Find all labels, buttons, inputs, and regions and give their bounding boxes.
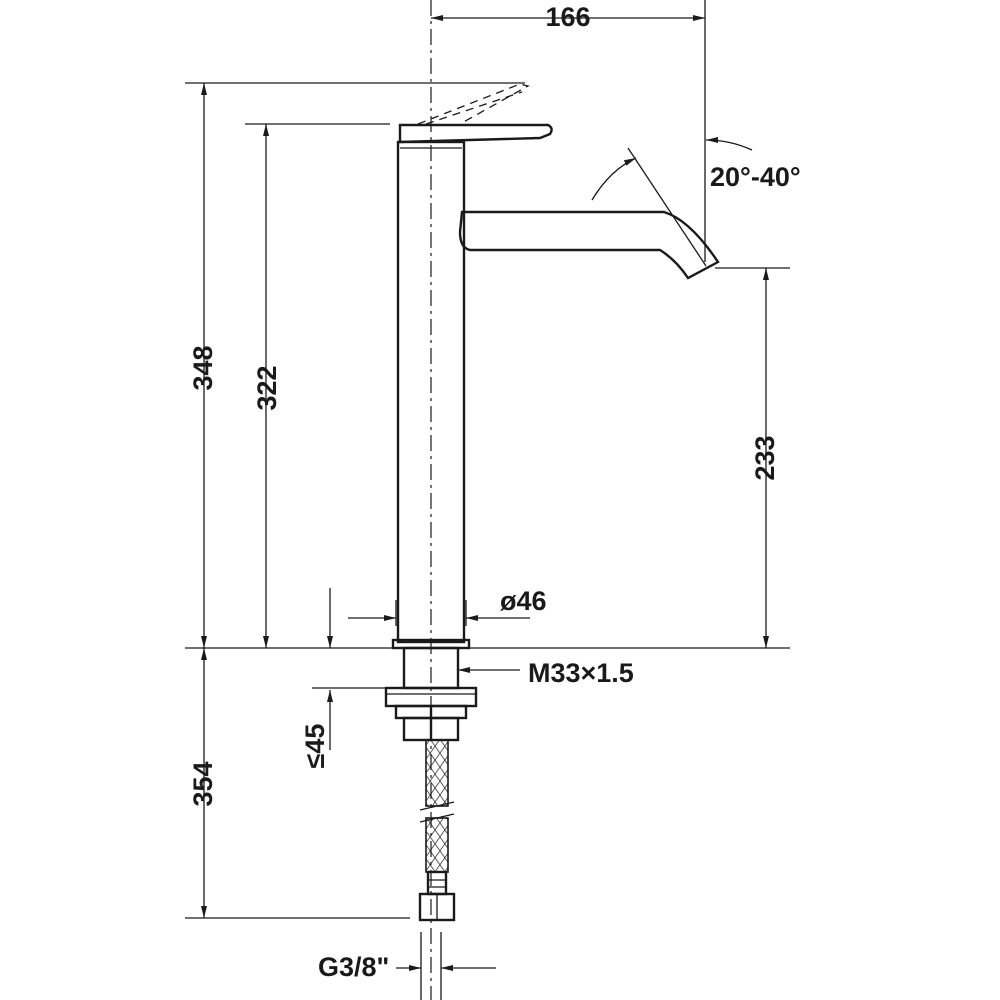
extension-lines <box>185 0 790 1000</box>
dim-height-354: 354 <box>188 761 218 806</box>
dim-height-348: 348 <box>188 345 218 390</box>
dim-height-233: 233 <box>750 435 780 480</box>
dimension-lines <box>201 15 769 971</box>
mounting-assembly <box>384 646 478 922</box>
lever-handle <box>398 123 553 144</box>
faucet-body <box>391 83 753 650</box>
dim-diameter: ø46 <box>500 586 547 616</box>
dim-connection: G3/8" <box>318 952 389 982</box>
spout <box>458 210 720 280</box>
dim-counter-thickness: ≤45 <box>300 724 330 769</box>
dim-width-166: 166 <box>545 2 590 32</box>
dim-angle: 20°-40° <box>710 162 801 192</box>
swivel-arc <box>591 157 637 201</box>
dim-thread: M33×1.5 <box>528 658 634 688</box>
column <box>396 140 466 644</box>
dim-height-322: 322 <box>252 365 282 410</box>
lever-raised-outline <box>417 83 530 125</box>
